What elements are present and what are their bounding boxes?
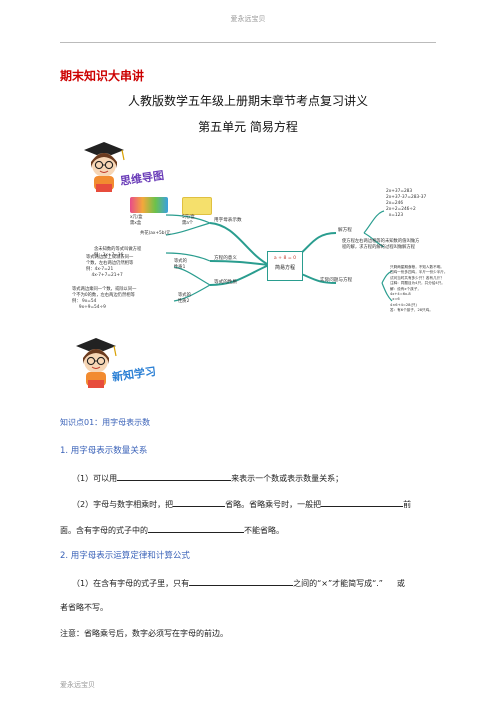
doc-subtitle: 人教版数学五年级上册期末章节考点复习讲义: [127, 94, 368, 108]
mascot-mindmap: 思维导图: [78, 138, 188, 198]
page-footer: 爱永远宝贝: [60, 681, 95, 689]
branch-apply: 实际问题与方程: [320, 278, 353, 283]
letters-total: 共花(ax+5b)元: [140, 231, 171, 236]
line2-part-b: 省略。省略乘号时，一般把: [225, 500, 322, 509]
section2-heading: 2. 用字母表示运算定律和计算公式: [60, 551, 190, 561]
mindmap-center: a + 8 = 0 简易方程: [267, 251, 303, 281]
blank-4[interactable]: [148, 523, 244, 533]
mascot-learning: 新知学习: [70, 334, 180, 394]
line1-prefix: （1）可以用: [72, 474, 118, 483]
page-title: 期末知识大串讲: [60, 69, 145, 83]
mind-map-connectors: [165, 210, 393, 302]
line4-part-c: 或: [396, 579, 405, 588]
mind-map: x元/盒 需x盒 5元/盒 需a个 共花(ax+5b)元 用字母表示数 含未知数…: [72, 189, 448, 315]
branch-equation-property: 等式的性质: [214, 280, 237, 285]
meaning-note: 含未知数的等式叫做方程 例：3x+7=36: [94, 247, 142, 258]
blank-1[interactable]: [117, 471, 232, 481]
line3: 面。含有字母的式子中的 不能省略。: [60, 523, 284, 536]
teacher-mascot-icon: [84, 142, 125, 192]
line2-part-a: （2）字母与数字相乘时，把: [72, 500, 174, 509]
center-badge: a + 8 = 0: [273, 256, 297, 261]
letters-note-b: 5元/盒 需a个: [182, 215, 195, 226]
blank-5[interactable]: [189, 576, 294, 586]
page-header: 爱永远宝贝: [230, 15, 266, 23]
letters-note-a: x元/盒 需x盒: [130, 215, 143, 226]
branch-equation-meaning: 方程的意义: [214, 256, 237, 261]
header-divider: [60, 42, 436, 43]
apply-example: 只剩两星期食粮，不知人数不明。 四鸡一份多四鸡，半斤一份少半斤。 试问当时共有多…: [390, 265, 448, 313]
line4-part-a: （1）在含有字母的式子里，只有: [72, 579, 190, 588]
line5: 者省略不写。: [60, 603, 108, 612]
property2-label: 等式的 性质2: [178, 293, 191, 304]
line2-part-c: 前: [403, 500, 412, 509]
line4-part-b: 之间的“×”才能简写成“.”: [293, 579, 383, 588]
center-title: 简易方程: [274, 265, 295, 271]
knowledge-point-heading: 知识点01：用字母表示数: [60, 418, 151, 427]
solve-steps: 2x+37=283 2x+37-37=283-37 2x=246 2x÷2=24…: [386, 189, 427, 218]
line4: （1）在含有字母的式子里，只有 之间的“×”才能简写成“.” 或: [72, 576, 405, 589]
teacher-mascot-icon: [76, 338, 117, 388]
notebook-picture: [182, 197, 212, 215]
branch-letters: 用字母表示数: [214, 218, 242, 223]
unit-title: 第五单元 简易方程: [198, 120, 298, 134]
crayon-picture: [130, 197, 168, 213]
line2: （2）字母与数字相乘时，把 省略。省略乘号时，一般把 前: [72, 497, 411, 510]
property1-label: 等式的 性质1: [174, 259, 187, 270]
line3-part-a: 面。含有字母的式子中的: [60, 526, 148, 535]
property1-note: 等式两边加上或减去同一 个数，左右两边仍然相等 例：4x-7=21 4x-7+7…: [86, 255, 134, 278]
section1-heading: 1. 用字母表示数量关系: [60, 446, 148, 456]
line1-suffix: 来表示一个数或表示数量关系；: [231, 474, 344, 483]
blank-3[interactable]: [321, 497, 404, 507]
blank-2[interactable]: [173, 497, 226, 507]
line3-part-b: 不能省略。: [244, 526, 284, 535]
branch-solve: 解方程: [338, 228, 352, 233]
property2-note: 等式两边乘同一个数，或除以同一 个不为0的数，左右两边仍然相等 例： 9x=54…: [72, 287, 137, 310]
line1: （1）可以用 来表示一个数或表示数量关系；: [72, 471, 343, 484]
note-line: 注意：省略乘号后，数字必须写在字母的前边。: [60, 629, 228, 638]
solve-definition: 使方程左右两边相等的未知数的值叫做方 程的解，求方程的解的过程叫做解方程: [342, 239, 420, 250]
